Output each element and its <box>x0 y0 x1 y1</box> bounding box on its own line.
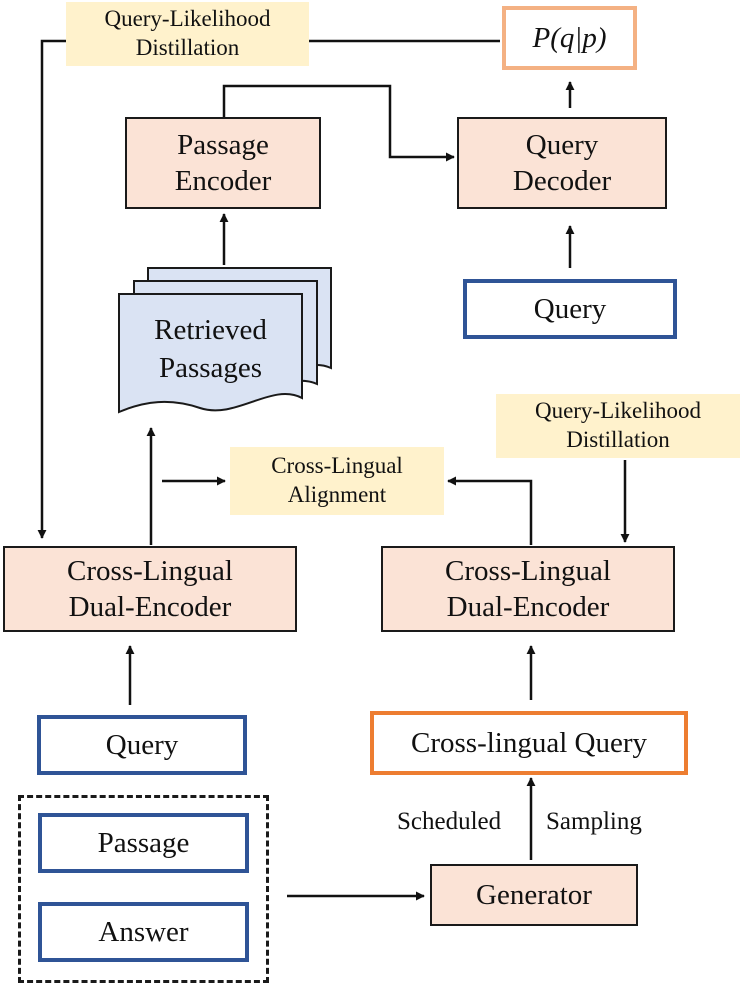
cross-lingual-query-label: Cross-lingual Query <box>411 726 647 759</box>
label-line1: Query-Likelihood <box>534 398 702 424</box>
query-likelihood-formula: P(q|p) <box>532 21 607 54</box>
encoder-to-decoder-arrow <box>222 84 455 162</box>
retrieved-passages-stack <box>118 267 332 414</box>
distillation-loop-arrow <box>37 39 500 539</box>
cross-lingual-query-box: Cross-lingual Query <box>370 711 688 775</box>
right-encoder-line2: Dual-Encoder <box>446 591 610 623</box>
sampling-label: Sampling <box>546 808 642 835</box>
query-decoder-line2: Decoder <box>512 165 612 197</box>
cross-lingual-alignment-label: Cross-Lingual Alignment <box>230 447 444 515</box>
retrieved-passages-line2: Passages <box>158 352 263 384</box>
alignment-line2: Alignment <box>287 482 387 507</box>
right-encoder-line1: Cross-Lingual <box>445 554 611 587</box>
query-likelihood-distillation-label-right: Query-Likelihood Distillation <box>496 394 740 458</box>
passage-encoder-box: Passage Encoder <box>125 117 321 209</box>
query-likelihood-distillation-label-top: Query-Likelihood Distillation <box>66 2 309 66</box>
label-line2: Distillation <box>566 427 670 452</box>
left-encoder-line2: Dual-Encoder <box>68 591 232 623</box>
query-input-bottom: Query <box>37 715 247 775</box>
scheduled-label: Scheduled <box>397 808 502 835</box>
label-line2: Distillation <box>135 35 240 60</box>
cross-lingual-dual-encoder-right: Cross-Lingual Dual-Encoder <box>381 546 675 632</box>
passage-page-front <box>118 293 303 414</box>
right-to-alignment-arrow <box>447 476 533 545</box>
generator-label: Generator <box>476 878 592 911</box>
answer-input: Answer <box>38 902 249 962</box>
generator-box: Generator <box>430 864 638 926</box>
query-top-label: Query <box>533 292 607 325</box>
query-likelihood-box: P(q|p) <box>502 6 637 70</box>
alignment-line1: Cross-Lingual <box>271 453 403 479</box>
answer-input-label: Answer <box>98 915 189 948</box>
query-bottom-label: Query <box>105 728 179 761</box>
query-decoder-line1: Query <box>525 128 599 161</box>
label-line1: Query-Likelihood <box>104 6 271 32</box>
passage-answer-group <box>18 795 269 983</box>
passage-input: Passage <box>38 813 249 873</box>
retrieved-passages-label: Retrieved Passages <box>119 300 302 400</box>
retrieved-passages-line1: Retrieved <box>154 314 267 347</box>
left-encoder-line1: Cross-Lingual <box>67 554 233 587</box>
cross-lingual-dual-encoder-left: Cross-Lingual Dual-Encoder <box>3 546 297 632</box>
passage-input-label: Passage <box>97 826 190 859</box>
passage-encoder-line1: Passage <box>177 128 269 161</box>
passage-encoder-line2: Encoder <box>174 165 272 197</box>
query-decoder-box: Query Decoder <box>457 117 667 209</box>
query-input-top: Query <box>463 279 677 339</box>
